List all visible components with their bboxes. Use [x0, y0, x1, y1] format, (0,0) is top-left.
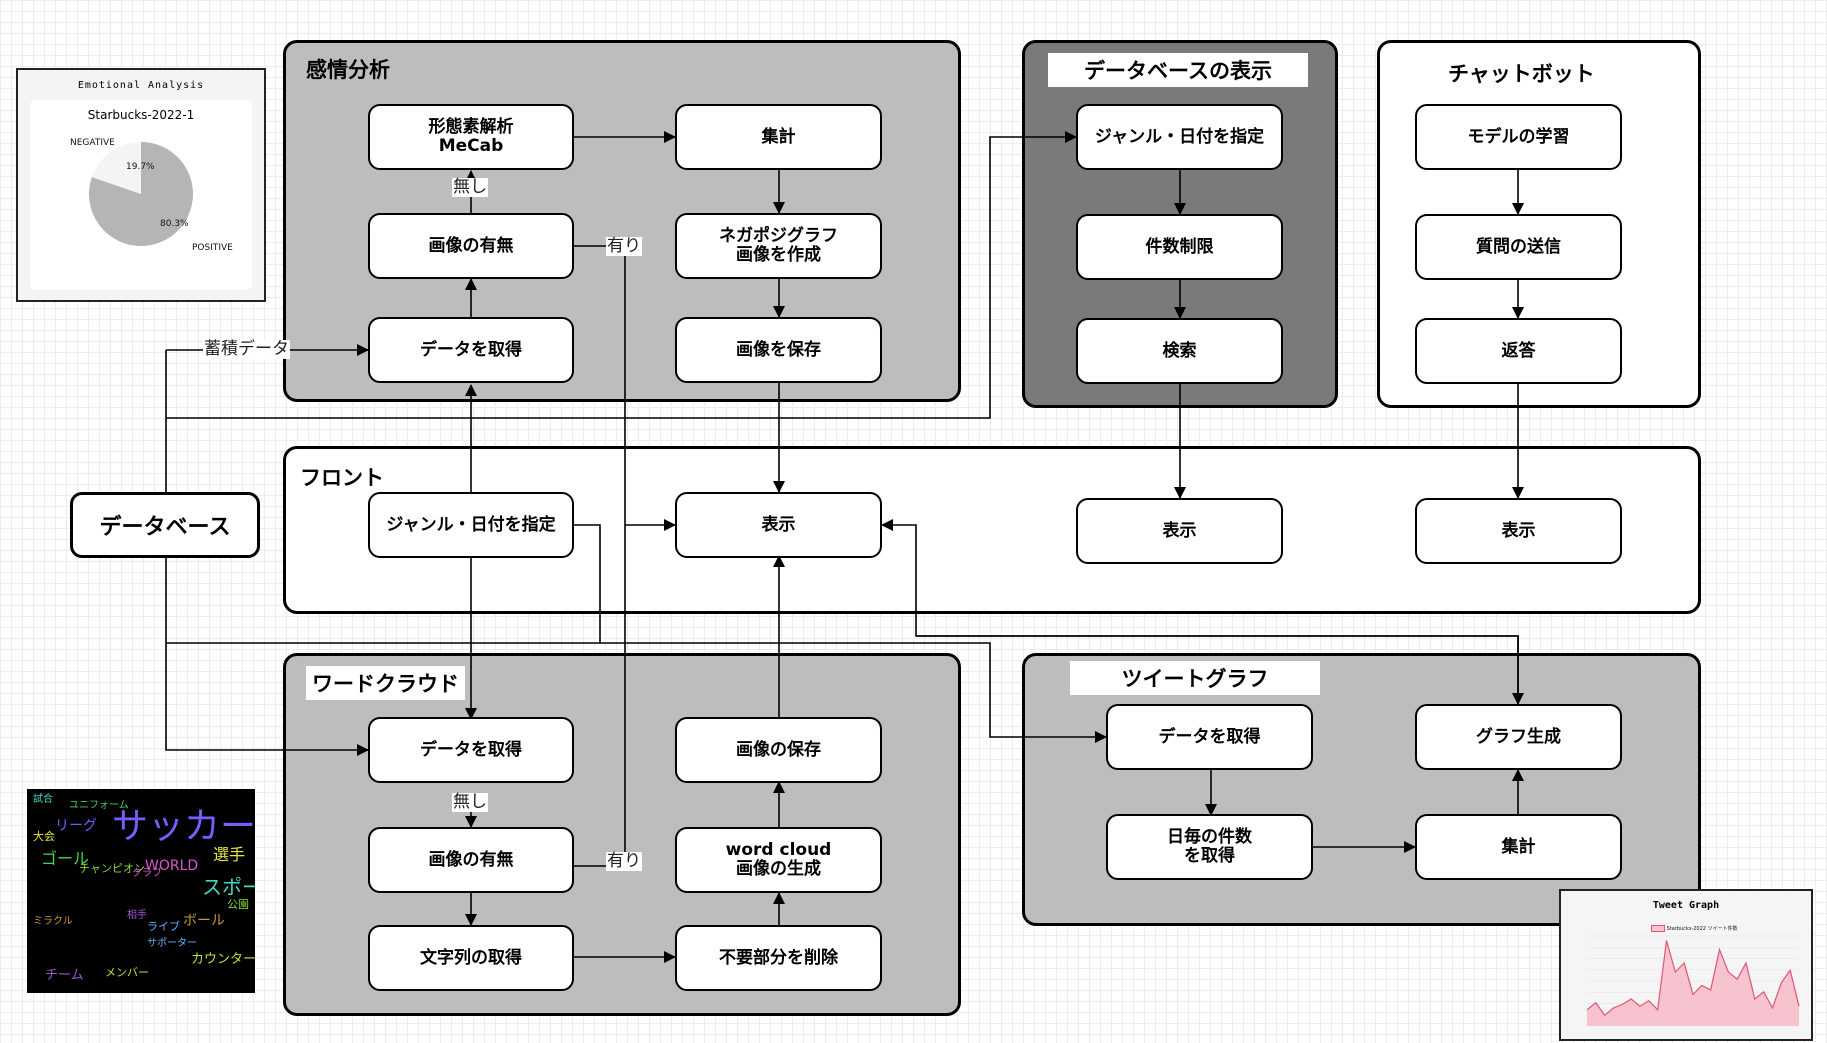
emotional-analysis-thumbnail: Emotional Analysis Starbucks-2022-1 NEGA… — [16, 68, 266, 302]
edge-label-stored-data: 蓄積データ — [203, 339, 290, 359]
wordcloud-word: クラブ — [132, 868, 162, 879]
wordcloud-panel-title: ワードクラウド — [306, 666, 465, 700]
legend-text: Starbucks-2022 ツイート件数 — [1666, 926, 1738, 932]
wordcloud-word: 大会 — [33, 830, 55, 843]
model-training-node[interactable]: モデルの学習 — [1415, 104, 1622, 170]
wordcloud-word: ボール — [183, 913, 225, 929]
wordcloud-word: 試合 — [33, 794, 53, 805]
get-string-node[interactable]: 文字列の取得 — [368, 925, 574, 991]
chatbot-panel-title: チャットボット — [1448, 62, 1595, 86]
legend-swatch — [1651, 925, 1665, 932]
wordcloud-word: ライブ — [147, 920, 180, 933]
daily-count-node[interactable]: 日毎の件数 を取得 — [1106, 814, 1313, 880]
search-node[interactable]: 検索 — [1076, 318, 1283, 384]
wc-get-data-node[interactable]: データを取得 — [368, 717, 574, 783]
emotion-pie-chart — [89, 142, 193, 246]
tweet-graph-panel-title: ツイートグラフ — [1070, 661, 1320, 695]
limit-node[interactable]: 件数制限 — [1076, 214, 1283, 280]
wordcloud-word: チーム — [45, 968, 84, 983]
positive-percent: 80.3% — [160, 219, 189, 229]
wordcloud-word: 相手 — [127, 910, 147, 921]
image-exists-node[interactable]: 画像の有無 — [368, 213, 574, 279]
wc-image-exists-node[interactable]: 画像の有無 — [368, 827, 574, 893]
display-chat-node[interactable]: 表示 — [1415, 498, 1622, 564]
wordcloud-word: 選手 — [213, 845, 246, 864]
display-main-node[interactable]: 表示 — [675, 492, 882, 558]
aggregate-node[interactable]: 集計 — [675, 104, 882, 170]
get-data-node[interactable]: データを取得 — [368, 317, 574, 383]
negative-label: NEGATIVE — [70, 138, 115, 148]
negative-percent: 19.7% — [126, 162, 155, 172]
database-node[interactable]: データベース — [70, 492, 260, 558]
graph-gen-node[interactable]: グラフ生成 — [1415, 704, 1622, 770]
tweet-legend: Starbucks-2022 ツイート件数 — [1651, 925, 1738, 932]
db-spec-node[interactable]: ジャンル・日付を指定 — [1076, 104, 1283, 170]
wordcloud-word: WORLD — [145, 858, 199, 874]
negaposi-graph-node[interactable]: ネガポジグラフ 画像を作成 — [675, 213, 882, 279]
emotional-thumbnail-title: Emotional Analysis — [77, 80, 205, 91]
tg-aggregate-node[interactable]: 集計 — [1415, 814, 1622, 880]
reply-node[interactable]: 返答 — [1415, 318, 1622, 384]
remove-unneeded-node[interactable]: 不要部分を削除 — [675, 925, 882, 991]
wordcloud-word: チャンピオン — [79, 862, 145, 875]
tweet-graph-thumbnail: Tweet Graph Starbucks-2022 ツイート件数 — [1559, 889, 1813, 1041]
pie-slice-negative — [91, 142, 141, 194]
emotional-chart-subtitle: Starbucks-2022-1 — [87, 108, 195, 122]
wordcloud-word: リーグ — [55, 818, 97, 834]
front-spec-node[interactable]: ジャンル・日付を指定 — [368, 492, 574, 558]
display-db-node[interactable]: 表示 — [1076, 498, 1283, 564]
front-panel-title: フロント — [300, 466, 384, 490]
wc-save-image-node[interactable]: 画像の保存 — [675, 717, 882, 783]
send-question-node[interactable]: 質問の送信 — [1415, 214, 1622, 280]
edge-label-none-wc: 無し — [452, 792, 488, 812]
tweet-line-chart — [1586, 935, 1800, 1027]
edge-label-none: 無し — [452, 177, 488, 197]
sentiment-panel-title: 感情分析 — [306, 58, 390, 82]
wordcloud-gen-node[interactable]: word cloud 画像の生成 — [675, 827, 882, 893]
tweet-thumbnail-title: Tweet Graph — [1652, 900, 1720, 911]
wordcloud-word: 公園 — [227, 898, 249, 911]
positive-label: POSITIVE — [192, 243, 233, 253]
morph-analysis-node[interactable]: 形態素解析 MeCab — [368, 104, 574, 170]
save-image-node[interactable]: 画像を保存 — [675, 317, 882, 383]
emotional-chart-card: Starbucks-2022-1 NEGATIVE 19.7% 80.3% PO… — [30, 100, 252, 290]
wordcloud-word: カウンター — [191, 952, 255, 967]
wordcloud-word: サポーター — [147, 938, 197, 949]
edge-label-yes: 有り — [606, 236, 642, 256]
tweet-area — [1587, 940, 1799, 1026]
wordcloud-word: サッカー — [112, 806, 255, 847]
wordcloud-word: メンバー — [105, 966, 149, 979]
wordcloud-word: ゴール — [41, 849, 90, 868]
edge-label-yes-wc: 有り — [606, 851, 642, 871]
db-view-panel-title: データベースの表示 — [1048, 53, 1308, 87]
wordcloud-word: ミラクル — [33, 916, 73, 927]
wordcloud-word: ユニフォーム — [69, 800, 129, 811]
tg-get-data-node[interactable]: データを取得 — [1106, 704, 1313, 770]
wordcloud-word: スポーツ — [202, 875, 255, 899]
tweet-line — [1586, 940, 1800, 1017]
